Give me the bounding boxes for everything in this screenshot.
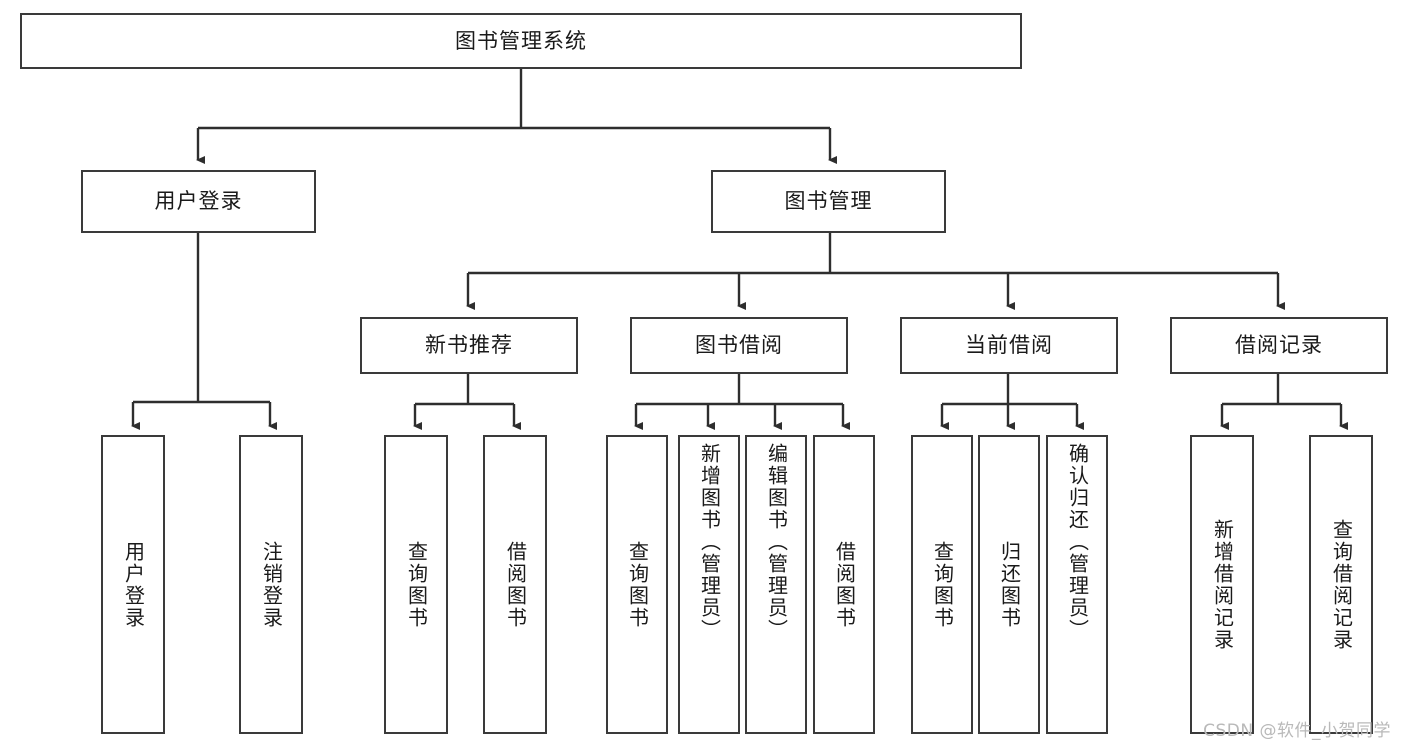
leaf-add-borrow-record[interactable]: 新增借阅记录 xyxy=(1190,435,1254,734)
node-label: 新增图书（管理员） xyxy=(697,443,722,641)
leaf-query-book-borrow[interactable]: 查询图书 xyxy=(606,435,668,734)
leaf-borrow-book-newbook[interactable]: 借阅图书 xyxy=(483,435,547,734)
node-label: 借阅记录 xyxy=(1235,333,1323,358)
leaf-user-login[interactable]: 用户登录 xyxy=(101,435,165,734)
leaf-edit-book-admin[interactable]: 编辑图书（管理员） xyxy=(745,435,807,734)
node-label: 图书管理 xyxy=(784,189,873,214)
node-label: 查询图书 xyxy=(404,540,429,629)
node-label: 归还图书 xyxy=(997,540,1022,629)
node-label: 图书管理系统 xyxy=(455,28,587,53)
node-label: 用户登录 xyxy=(121,540,146,629)
node-label: 当前借阅 xyxy=(965,333,1053,358)
node-label: 查询借阅记录 xyxy=(1329,518,1354,651)
node-new-book-recommend[interactable]: 新书推荐 xyxy=(360,317,578,374)
node-label: 新增借阅记录 xyxy=(1210,518,1235,651)
node-label: 图书借阅 xyxy=(695,333,783,358)
node-label: 确认归还（管理员） xyxy=(1065,443,1090,641)
leaf-logout[interactable]: 注销登录 xyxy=(239,435,303,734)
node-label: 新书推荐 xyxy=(425,333,513,358)
node-label: 编辑图书（管理员） xyxy=(764,443,789,641)
node-book-management[interactable]: 图书管理 xyxy=(711,170,946,233)
node-label: 用户登录 xyxy=(154,189,243,214)
leaf-query-book-newbook[interactable]: 查询图书 xyxy=(384,435,448,734)
leaf-return-book[interactable]: 归还图书 xyxy=(978,435,1040,734)
node-label: 注销登录 xyxy=(259,540,284,629)
node-current-borrow[interactable]: 当前借阅 xyxy=(900,317,1118,374)
leaf-query-book-current[interactable]: 查询图书 xyxy=(911,435,973,734)
node-label: 借阅图书 xyxy=(503,540,528,629)
leaf-add-book-admin[interactable]: 新增图书（管理员） xyxy=(678,435,740,734)
node-book-borrow[interactable]: 图书借阅 xyxy=(630,317,848,374)
node-label: 查询图书 xyxy=(930,540,955,629)
node-root-system[interactable]: 图书管理系统 xyxy=(20,13,1022,69)
leaf-confirm-return-admin[interactable]: 确认归还（管理员） xyxy=(1046,435,1108,734)
node-label: 查询图书 xyxy=(625,540,650,629)
leaf-borrow-book-borrow[interactable]: 借阅图书 xyxy=(813,435,875,734)
node-borrow-record[interactable]: 借阅记录 xyxy=(1170,317,1388,374)
node-label: 借阅图书 xyxy=(832,540,857,629)
leaf-query-borrow-record[interactable]: 查询借阅记录 xyxy=(1309,435,1373,734)
watermark-text: CSDN @软件_小贺同学 xyxy=(1203,721,1391,741)
node-user-login[interactable]: 用户登录 xyxy=(81,170,316,233)
